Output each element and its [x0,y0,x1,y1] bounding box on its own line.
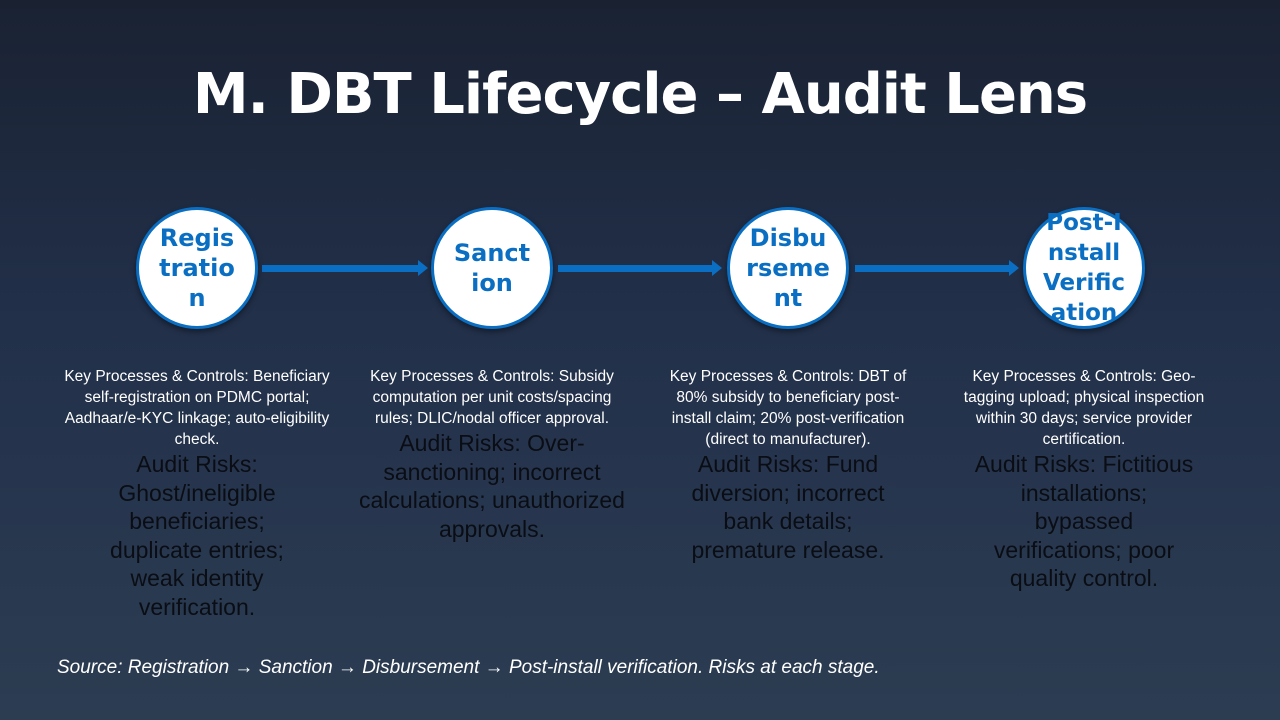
stage-circle-disbursement: Disbursement [727,207,849,329]
key-processes: Key Processes & Controls: Beneficiary se… [64,368,330,448]
stage-details-sanction: Key Processes & Controls: Subsidy comput… [357,366,627,543]
stage-details-verification: Key Processes & Controls: Geo-tagging up… [949,366,1219,593]
stage-label: Post-Install Verification [1042,210,1126,326]
audit-risks: Audit Risks: Over-sanctioning; incorrect… [359,430,625,542]
arrow-sanction-to-disbursement [558,260,722,276]
stage-label: Disbursement [746,224,830,312]
key-processes: Key Processes & Controls: Geo-tagging up… [963,368,1205,448]
stage-circle-registration: Registration [136,207,258,329]
arrow-registration-to-sanction [262,260,428,276]
stage-circle-verification: Post-Install Verification [1023,207,1145,329]
stage-circle-sanction: Sanction [431,207,553,329]
stage-label: Sanction [453,239,531,297]
audit-risks: Audit Risks: Fund diversion; incorrect b… [691,451,885,563]
stage-details-registration: Key Processes & Controls: Beneficiary se… [62,366,332,621]
page-title: M. DBT Lifecycle – Audit Lens [192,62,1088,127]
source-note: Source: Registration → Sanction → Disbur… [57,657,880,678]
audit-risks: Audit Risks: Fictitious installations; b… [974,451,1194,591]
stage-details-disbursement: Key Processes & Controls: DBT of 80% sub… [653,366,923,564]
audit-risks: Audit Risks: Ghost/ineligible beneficiar… [110,451,284,620]
key-processes: Key Processes & Controls: DBT of 80% sub… [669,368,907,448]
key-processes: Key Processes & Controls: Subsidy comput… [370,368,614,427]
stage-label: Registration [159,224,235,312]
arrow-disbursement-to-verification [855,260,1019,276]
